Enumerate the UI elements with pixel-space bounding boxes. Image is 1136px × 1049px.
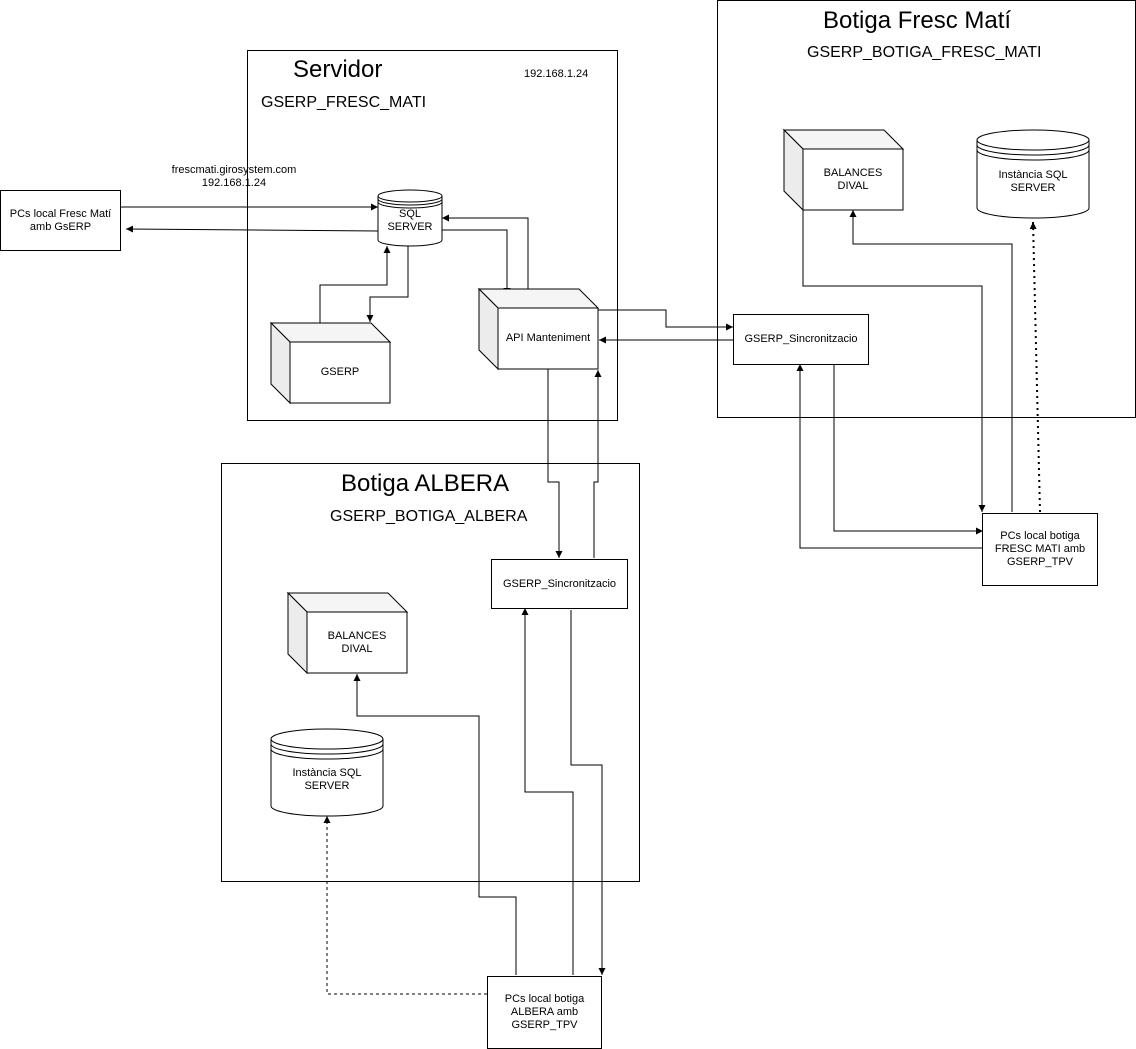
- pcs-tpv-fresc-box[interactable]: PCs local botiga FRESC MATI amb GSERP_TP…: [982, 513, 1098, 586]
- api-manteniment-label[interactable]: API Manteniment: [505, 332, 591, 344]
- balances-dival-fresc-label: BALANCES DIVAL: [823, 166, 883, 192]
- botiga-fresc-title: Botiga Fresc Matí: [823, 7, 1012, 34]
- sql-instance-albera-label: Instància SQL SERVER: [292, 767, 362, 792]
- host-label: frescmati.girosystem.com 192.168.1.24: [171, 164, 297, 189]
- botiga-albera-title: Botiga ALBERA: [341, 470, 510, 497]
- servidor-ip: 192.168.1.24: [524, 68, 589, 80]
- pcs-local-fresc-mati[interactable]: PCs local Fresc Matí amb GsERP: [0, 190, 121, 251]
- botiga-fresc-db-name: GSERP_BOTIGA_FRESC_MATI: [807, 44, 1042, 61]
- sync-fresc-box[interactable]: GSERP_Sincronitzacio: [733, 314, 869, 365]
- sql-server-label: SQL SERVER: [387, 208, 433, 233]
- gserp-label: GSERP: [320, 366, 360, 378]
- sync-albera-box[interactable]: GSERP_Sincronitzacio: [491, 559, 628, 609]
- balances-dival-albera-label: BALANCES DIVAL: [327, 629, 387, 655]
- servidor-db-name: GSERP_FRESC_MATI: [261, 94, 427, 111]
- pcs-tpv-albera-box[interactable]: PCs local botiga ALBERA amb GSERP_TPV: [487, 976, 602, 1049]
- botiga-albera-db-name: GSERP_BOTIGA_ALBERA: [330, 508, 528, 525]
- servidor-title: Servidor: [293, 56, 383, 83]
- sql-instance-fresc-label: Instància SQL SERVER: [998, 169, 1068, 194]
